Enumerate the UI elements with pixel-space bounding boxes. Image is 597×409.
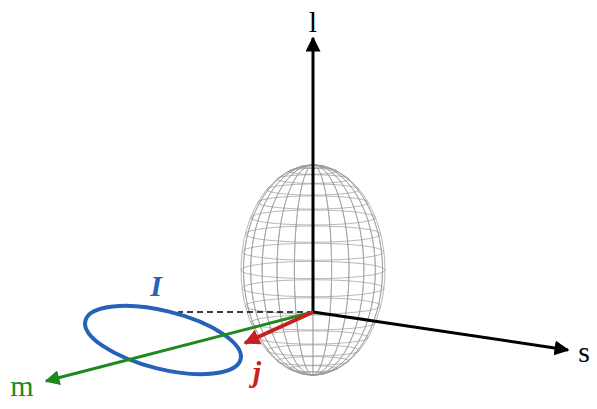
parallel-line [300, 372, 325, 375]
s-axis [313, 312, 568, 350]
dashed-projection [178, 311, 313, 312]
vector-label: I [150, 271, 162, 301]
precession-ellipse [78, 293, 247, 388]
parallel-line [277, 357, 349, 366]
j-vector [245, 312, 313, 343]
parallel-line [267, 345, 360, 356]
axis-label: m [10, 371, 33, 401]
axis-label: s [578, 337, 590, 367]
parallel-line [258, 331, 368, 344]
l-axis [312, 38, 315, 312]
axis-label: l [309, 7, 317, 37]
parallel-line [288, 366, 337, 372]
vector-label: j [253, 357, 261, 387]
m-axis [46, 312, 313, 381]
